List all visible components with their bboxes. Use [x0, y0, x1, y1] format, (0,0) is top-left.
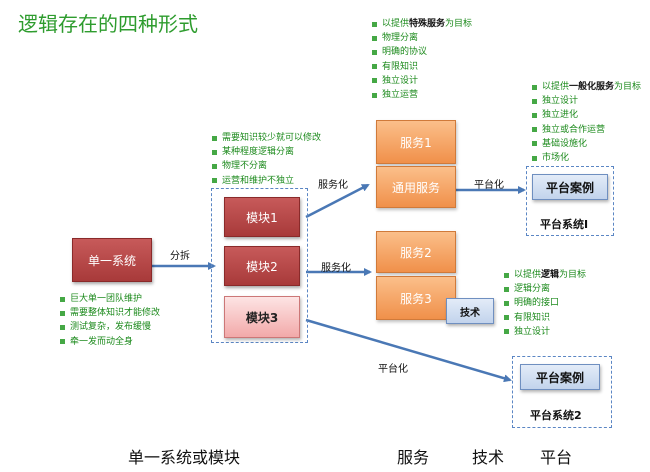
note-item: 明确的协议 [370, 45, 472, 59]
platform-case-1-box: 平台案例 [532, 174, 608, 200]
services-notes: 以提供特殊服务为目标 物理分离 明确的协议 有限知识 独立设计 独立运营 [370, 17, 472, 102]
single-system-notes: 巨大单一团队维护 需要整体知识才能修改 测试复杂，发布缓慢 牵一发而动全身 [58, 292, 160, 349]
arrow-servicize-top [305, 183, 370, 219]
platform-system-2-name: 平台系统2 [530, 409, 582, 422]
service-2-box: 服务2 [376, 231, 456, 273]
note-item: 以提供逻辑为目标 [502, 268, 586, 282]
note-item: 有限知识 [370, 60, 472, 74]
note-item: 独立设计 [502, 325, 586, 339]
tech-box: 技术 [446, 298, 494, 324]
note-item: 某种程度逻辑分离 [210, 145, 321, 159]
label-platformize-bottom: 平台化 [378, 364, 408, 375]
label-servicize-top: 服务化 [318, 180, 348, 191]
note-item: 明确的接口 [502, 296, 586, 310]
note-item: 有限知识 [502, 311, 586, 325]
note-item: 物理不分离 [210, 159, 321, 173]
platform-system-2-group [512, 356, 612, 428]
note-item: 独立运营 [370, 88, 472, 102]
note-item: 需要整体知识才能修改 [58, 306, 160, 320]
module-2-box: 模块2 [224, 246, 300, 286]
note-item: 独立设计 [530, 94, 641, 108]
note-item: 测试复杂，发布缓慢 [58, 320, 160, 334]
tech-notes: 以提供逻辑为目标 逻辑分离 明确的接口 有限知识 独立设计 [502, 268, 586, 339]
diagram-title: 逻辑存在的四种形式 [18, 12, 198, 36]
module-3-box: 模块3 [224, 296, 300, 338]
platform-notes: 以提供一般化服务为目标 独立设计 独立进化 独立或合作运营 基础设施化 市场化 [530, 80, 641, 165]
single-system-box: 单一系统 [72, 238, 152, 282]
note-item: 以提供特殊服务为目标 [370, 17, 472, 31]
platform-system-1-group [526, 166, 614, 236]
bottom-label-tech: 技术 [472, 448, 505, 467]
platform-case-2-box: 平台案例 [520, 364, 600, 390]
note-item: 以提供一般化服务为目标 [530, 80, 641, 94]
note-item: 独立进化 [530, 108, 641, 122]
service-3-box: 服务3 [376, 276, 456, 320]
label-split: 分拆 [170, 251, 190, 262]
note-item: 牵一发而动全身 [58, 335, 160, 349]
note-item: 独立或合作运营 [530, 123, 641, 137]
module-1-box: 模块1 [224, 197, 300, 237]
arrow-platformize-bottom [305, 318, 512, 383]
platform-system-1-name: 平台系统I [540, 218, 589, 231]
label-servicize-mid: 服务化 [321, 263, 351, 274]
bottom-label-platform: 平台 [540, 448, 573, 467]
note-item: 逻辑分离 [502, 282, 586, 296]
note-item: 基础设施化 [530, 137, 641, 151]
label-platformize-top: 平台化 [474, 180, 504, 191]
note-item: 运营和维护不独立 [210, 174, 321, 188]
note-item: 需要知识较少就可以修改 [210, 131, 321, 145]
bottom-label-single-or-module: 单一系统或模块 [128, 448, 241, 467]
note-item: 独立设计 [370, 74, 472, 88]
shared-service-box: 通用服务 [376, 166, 456, 208]
note-item: 市场化 [530, 151, 641, 165]
note-item: 巨大单一团队维护 [58, 292, 160, 306]
service-1-box: 服务1 [376, 120, 456, 164]
bottom-label-service: 服务 [397, 448, 430, 467]
modules-group [211, 188, 308, 343]
module-notes: 需要知识较少就可以修改 某种程度逻辑分离 物理不分离 运营和维护不独立 [210, 131, 321, 188]
note-item: 物理分离 [370, 31, 472, 45]
